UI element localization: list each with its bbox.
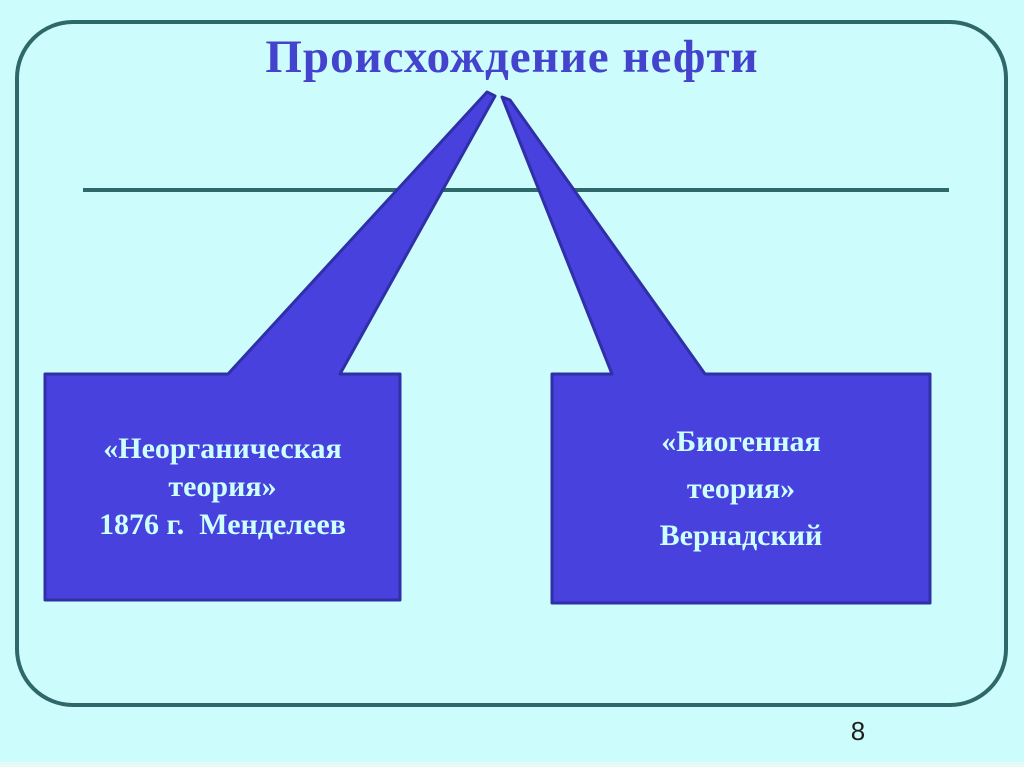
- page-number: 8: [850, 716, 866, 746]
- bottom-strip: [0, 762, 1024, 767]
- callout-inorganic-line-2: теория»: [168, 470, 277, 503]
- callout-shape-biogenic-theory: [500, 95, 932, 605]
- callout-biogenic-line-2: теория»: [686, 472, 796, 505]
- callout-inorganic-line-1: «Неорганическая: [103, 432, 342, 465]
- divider-line: [83, 188, 949, 192]
- callout-inorganic-line-3: 1876 г. Менделеев: [99, 508, 346, 541]
- callout-biogenic-line-3: Вернадский: [659, 519, 823, 552]
- slide-title: Происхождение нефти: [265, 31, 759, 83]
- callout-biogenic-line-1: «Биогенная: [661, 425, 821, 458]
- callout-biogenic-theory: «Биогенная теория» Вернадский: [552, 374, 930, 603]
- callout-inorganic-theory: «Неорганическая теория» 1876 г. Менделее…: [45, 374, 400, 600]
- slide-border-frame: [15, 20, 1008, 707]
- callout-shape-inorganic-theory: [43, 90, 497, 602]
